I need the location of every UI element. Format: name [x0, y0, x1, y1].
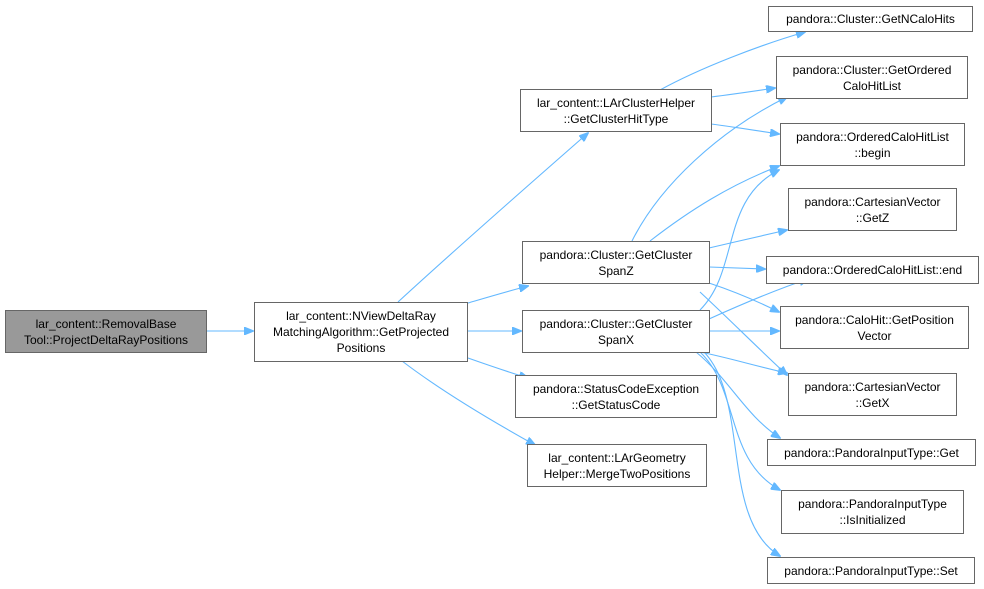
node-label: pandora::CartesianVector — [804, 194, 941, 209]
node-label: Vector — [857, 328, 892, 343]
node-nviewdeltaray-getprojectedpositions[interactable]: lar_content::NViewDeltaRay MatchingAlgor… — [254, 302, 468, 362]
node-orderedcalohitlist-begin[interactable]: pandora::OrderedCaloHitList ::begin — [780, 123, 965, 166]
node-label: ::GetStatusCode — [571, 397, 661, 412]
node-cluster-getncalohits[interactable]: pandora::Cluster::GetNCaloHits — [768, 6, 973, 32]
node-label: MatchingAlgorithm::GetProjected — [272, 325, 450, 339]
node-label: SpanZ — [598, 263, 634, 278]
node-label: ::IsInitialized — [839, 513, 906, 527]
node-cartesianvector-getz[interactable]: pandora::CartesianVector ::GetZ — [788, 188, 957, 231]
node-label: ::begin — [854, 145, 891, 160]
node-label: pandora::Cluster::GetNCaloHits — [786, 12, 955, 26]
node-label: Helper::MergeTwoPositions — [543, 466, 691, 481]
node-pandorainputtype-get[interactable]: pandora::PandoraInputType::Get — [767, 439, 976, 466]
edge-spanx-begin — [699, 170, 779, 311]
node-label: pandora::PandoraInputType::Get — [784, 445, 959, 460]
edge-spanz-end — [708, 267, 765, 269]
node-calohit-getpositionvector[interactable]: pandora::CaloHit::GetPosition Vector — [780, 306, 969, 349]
node-label: pandora::Cluster::GetCluster — [539, 247, 693, 262]
edge-hittype-begin — [710, 123, 779, 134]
node-label: pandora::StatusCodeException — [532, 381, 700, 396]
node-label: pandora::CartesianVector — [804, 379, 941, 394]
edge-spanx-inputset — [703, 351, 780, 556]
node-cluster-getclusterspanx[interactable]: pandora::Cluster::GetCluster SpanX — [522, 310, 710, 353]
node-label: pandora::PandoraInputType — [798, 497, 947, 511]
node-label: CaloHitList — [842, 78, 902, 93]
edge-getprojected-spanz — [467, 286, 528, 304]
edge-spanz-getordered — [631, 97, 787, 242]
node-label: pandora::Cluster::GetOrdered — [792, 62, 952, 77]
node-larclusterhelper-getclusterhittype[interactable]: lar_content::LArClusterHelper ::GetClust… — [520, 89, 712, 132]
node-label: Tool::ProjectDeltaRayPositions — [23, 332, 189, 347]
node-label: pandora::OrderedCaloHitList::end — [782, 263, 963, 277]
node-label: pandora::Cluster::GetCluster — [539, 316, 693, 331]
edge-getprojected-mergetwo — [401, 360, 535, 445]
node-pandorainputtype-isinitialized[interactable]: pandora::PandoraInputType ::IsInitialize… — [781, 490, 964, 534]
node-label: lar_content::LArGeometry — [548, 450, 686, 465]
edge-hittype-getordered — [710, 88, 775, 98]
node-pandorainputtype-set[interactable]: pandora::PandoraInputType::Set — [767, 557, 975, 584]
node-label: pandora::PandoraInputType::Set — [784, 563, 958, 578]
edge-spanz-getx — [699, 291, 787, 375]
edge-spanz-begin — [649, 166, 779, 242]
node-label: pandora::OrderedCaloHitList — [796, 129, 949, 144]
edge-spanx-isinitialized — [699, 351, 780, 490]
node-label: Positions — [336, 341, 386, 355]
node-label: ::GetZ — [855, 210, 890, 225]
node-cluster-getorderedcalohitlist[interactable]: pandora::Cluster::GetOrdered CaloHitList — [776, 56, 968, 99]
node-label: SpanX — [597, 332, 635, 347]
node-cluster-getclusterspanz[interactable]: pandora::Cluster::GetCluster SpanZ — [522, 241, 710, 284]
edge-spanx-inputget — [695, 351, 780, 438]
node-orderedcalohitlist-end[interactable]: pandora::OrderedCaloHitList::end — [766, 256, 979, 284]
node-label: pandora::CaloHit::GetPosition — [795, 312, 954, 327]
edge-spanx-getx — [699, 351, 787, 373]
node-label: lar_content::NViewDeltaRay — [286, 309, 436, 323]
edge-hittype-getncalohits — [659, 32, 805, 91]
edge-getprojected-getclusterhittype — [397, 133, 588, 303]
edge-spanz-getz — [708, 230, 787, 249]
node-label: lar_content::RemovalBase — [35, 316, 177, 331]
node-label: ::GetClusterHitType — [563, 111, 669, 126]
node-statuscodeexception-getstatuscode[interactable]: pandora::StatusCodeException ::GetStatus… — [515, 375, 717, 418]
node-largeometryhelper-mergetwopositions[interactable]: lar_content::LArGeometry Helper::MergeTw… — [527, 444, 707, 487]
edge-spanz-getposition — [708, 282, 779, 312]
node-cartesianvector-getx[interactable]: pandora::CartesianVector ::GetX — [788, 373, 957, 416]
node-removalbasetool-projectdeltaraypositions: lar_content::RemovalBase Tool::ProjectDe… — [5, 310, 207, 353]
node-label: ::GetX — [855, 395, 890, 410]
node-label: lar_content::LArClusterHelper — [536, 95, 696, 110]
